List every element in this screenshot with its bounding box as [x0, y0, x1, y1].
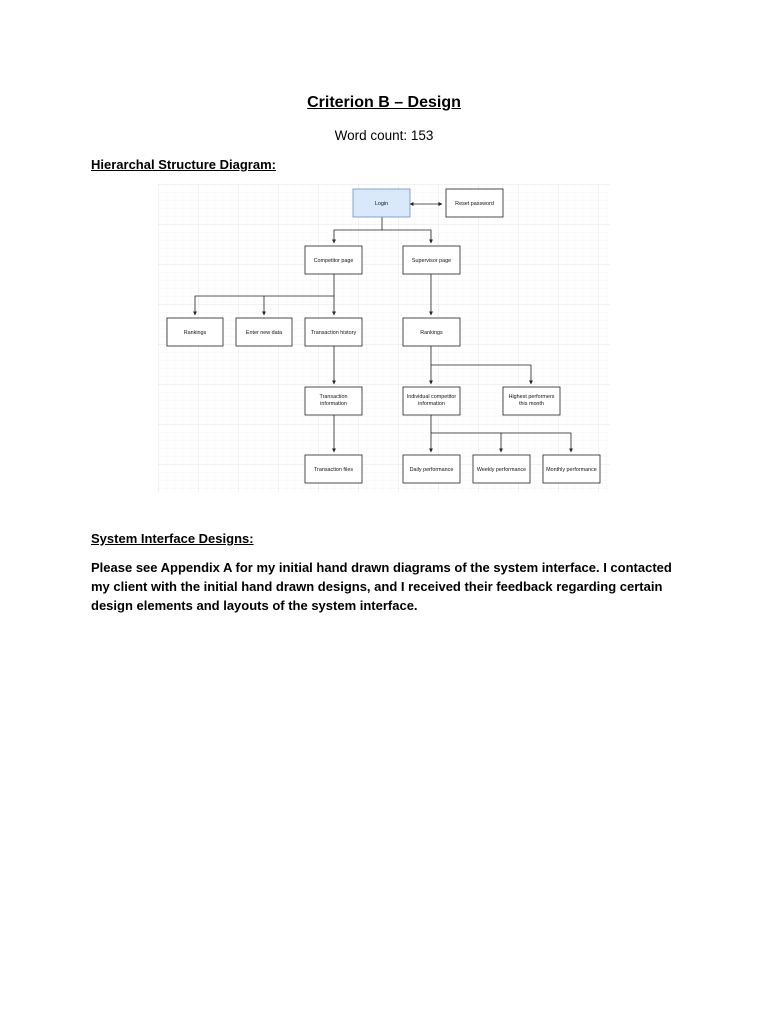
- svg-text:Rankings: Rankings: [184, 330, 207, 336]
- svg-text:Enter new data: Enter new data: [246, 330, 282, 336]
- hierarchy-structure-diagram: Login Reset password Competitor page Sup…: [158, 184, 610, 492]
- svg-text:Reset password: Reset password: [455, 201, 494, 207]
- node-rankings-supervisor: Rankings: [402, 317, 461, 347]
- svg-text:Transaction: Transaction: [320, 394, 348, 400]
- node-daily-performance: Daily performance: [402, 454, 461, 484]
- node-transaction-files: Transaction files: [304, 454, 363, 484]
- edge-competitor-rankings: [193, 295, 334, 316]
- body-paragraph: Please see Appendix A for my initial han…: [91, 560, 672, 613]
- edge-individual-monthly: [501, 432, 573, 453]
- node-competitor-page: Competitor page: [304, 245, 363, 275]
- diagram-grid-background: [158, 184, 610, 492]
- node-login: Login: [352, 188, 411, 218]
- page-title: Criterion B – Design: [307, 94, 461, 111]
- svg-text:Highest performers: Highest performers: [509, 394, 555, 400]
- node-enter-new-data: Enter new data: [235, 317, 293, 347]
- hierarchy-diagram-heading: Hierarchal Structure Diagram:: [91, 157, 276, 172]
- svg-text:Weekly performance: Weekly performance: [477, 467, 526, 473]
- node-monthly-performance: Monthly performance: [542, 454, 601, 484]
- node-rankings-competitor: Rankings: [166, 317, 224, 347]
- edge-login-children: [332, 217, 383, 244]
- node-reset-password: Reset password: [445, 188, 504, 218]
- edge-login-supervisor: [382, 229, 433, 244]
- node-transaction-history: Transaction history: [304, 317, 363, 347]
- svg-text:Supervisor page: Supervisor page: [412, 258, 451, 264]
- svg-text:this month: this month: [519, 401, 544, 407]
- node-weekly-performance: Weekly performance: [472, 454, 531, 484]
- svg-text:Monthly performance: Monthly performance: [546, 467, 597, 473]
- node-individual-competitor-information: Individual competitor information: [402, 386, 461, 416]
- svg-text:Daily performance: Daily performance: [410, 467, 454, 473]
- svg-text:Rankings: Rankings: [420, 330, 443, 336]
- svg-text:Login: Login: [375, 201, 388, 207]
- svg-text:Transaction history: Transaction history: [311, 330, 357, 336]
- node-highest-performers: Highest performers this month: [502, 386, 561, 416]
- node-supervisor-page: Supervisor page: [402, 245, 461, 275]
- node-transaction-information: Transaction information: [304, 386, 363, 416]
- svg-text:Transaction files: Transaction files: [314, 467, 353, 473]
- word-count: Word count: 153: [334, 128, 434, 143]
- svg-text:Individual competitor: Individual competitor: [407, 394, 457, 400]
- system-interface-heading: System Interface Designs:: [91, 531, 254, 546]
- svg-text:Competitor page: Competitor page: [314, 258, 354, 264]
- svg-text:information: information: [418, 401, 445, 407]
- edge-rankings-highest: [431, 364, 533, 385]
- svg-text:information: information: [320, 401, 347, 407]
